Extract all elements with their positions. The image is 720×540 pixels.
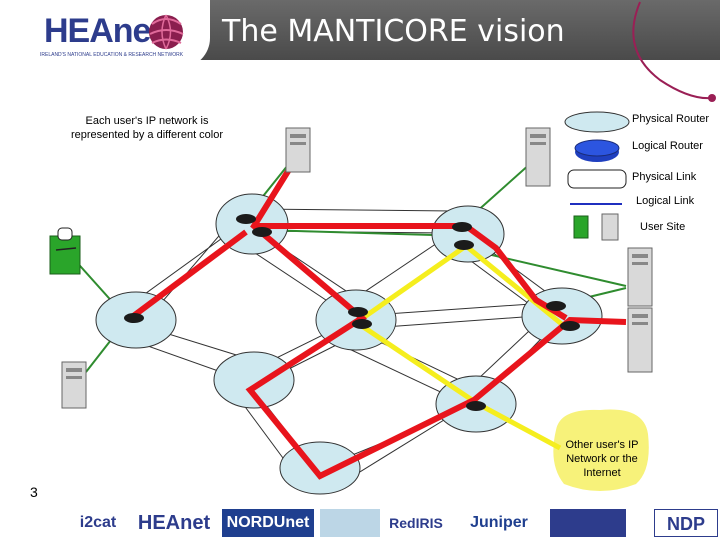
logical-router-icon [236,214,256,224]
legend-label-logical-router: Logical Router [632,140,703,152]
user-site-icon [49,227,81,275]
legend-label-physical-link: Physical Link [632,171,697,183]
description-text: Each user's IP network is represented by… [70,115,224,141]
server-icon [61,361,87,409]
logical-router-icon [124,313,144,323]
server-icon [525,127,551,187]
legend-label-logical-link: Logical Link [636,195,695,207]
logical-router-icon [348,307,368,317]
red-network [126,229,248,323]
sponsor-logo-map [320,509,380,537]
physical-router [213,351,295,409]
server-icon [627,307,653,373]
sponsor-logo-nordunet: NORDUnet [222,509,314,537]
logical-router-icon [352,319,372,329]
server-icon [285,127,311,173]
logical-router-icon [452,222,472,232]
sponsor-logo-ndp: NDP [654,509,718,537]
legend-server [601,213,619,241]
swoosh-decoration [632,1,713,100]
legend-label-physical-router: Physical Router [632,113,710,125]
sponsor-bar: i2cat HEAnet NORDUnet RedIRIS Juniper ND… [64,506,720,540]
legend-user-site [573,215,589,239]
swoosh-dot [708,94,716,102]
legend-label-user-site: User Site [640,221,686,233]
sponsor-logo-i2cat: i2cat [79,514,117,531]
sponsor-logo-heanet: HEAnet [137,512,211,534]
legend-logical-router-top [574,139,620,157]
sponsor-logo-rediris: RedIRIS [389,515,443,531]
physical-router [279,441,361,495]
logical-router-icon [546,301,566,311]
logical-link [469,249,627,287]
sponsor-logo-ministry [550,509,626,537]
cloud-label: Other user's IP Network or the Internet [565,439,639,479]
logo-text: HEAnet [44,12,162,50]
server-icon [627,247,653,307]
legend-physical-router [564,111,630,133]
physical-router [431,205,505,263]
logical-router-icon [454,240,474,250]
page-number: 3 [30,484,38,500]
logical-router-icon [252,227,272,237]
sponsor-logo-juniper: Juniper [470,514,528,531]
logical-router-icon [466,401,486,411]
legend-shapes [564,111,630,241]
logo-tagline: IRELAND'S NATIONAL EDUCATION & RESEARCH … [40,52,184,58]
logical-router-icon [560,321,580,331]
globe-icon [149,14,184,50]
user-sites [49,127,653,409]
logical-routers [124,214,580,411]
page-title: The MANTICORE vision [222,14,565,49]
red-network [245,166,627,480]
heanet-logo: HEAnet IRELAND'S NATIONAL EDUCATION & RE… [0,0,210,68]
internet-cloud [553,409,649,491]
legend-physical-link [567,169,627,189]
